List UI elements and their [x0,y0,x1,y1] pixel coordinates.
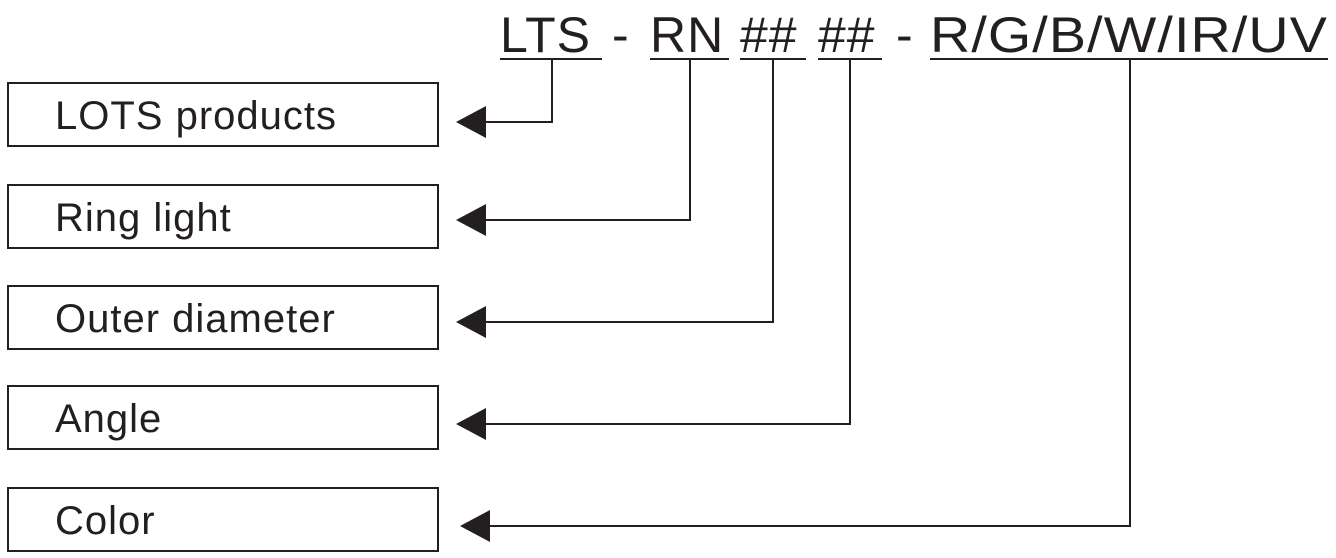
code-segment-lts: LTS [500,7,591,63]
arrowhead-rn [456,204,486,236]
box-ring-light [7,184,439,249]
box-lots-products [7,82,439,147]
label-angle: Angle [55,397,162,441]
box-color [7,487,439,552]
box-outer-diameter [7,285,439,350]
arrowhead-lts [456,106,486,138]
label-lots-products: LOTS products [55,94,337,138]
code-segment-rn: RN [650,7,724,63]
connector-lts [484,60,553,123]
code-segment-angle: ## [818,7,876,63]
connector-rn [484,60,691,221]
connector-diameter [484,60,774,323]
connectors [456,60,1131,542]
label-color: Color [55,499,156,543]
arrowhead-diameter [456,306,486,338]
connector-color [488,60,1131,527]
label-ring-light: Ring light [55,196,232,240]
label-outer-diameter: Outer diameter [55,297,336,341]
code-separator-1: - [612,7,630,63]
code-separator-2: - [896,7,914,63]
box-angle [7,385,439,450]
label-boxes: LOTS products Ring light Outer diameter … [7,82,439,552]
arrowhead-color [460,510,490,542]
part-number-code: LTS - RN ## ## - R/G/B/W/IR/UV [500,7,1328,63]
code-segment-diameter: ## [740,7,798,63]
arrowhead-angle [456,408,486,440]
code-segment-color: R/G/B/W/IR/UV [930,7,1328,63]
connector-angle [484,60,851,425]
